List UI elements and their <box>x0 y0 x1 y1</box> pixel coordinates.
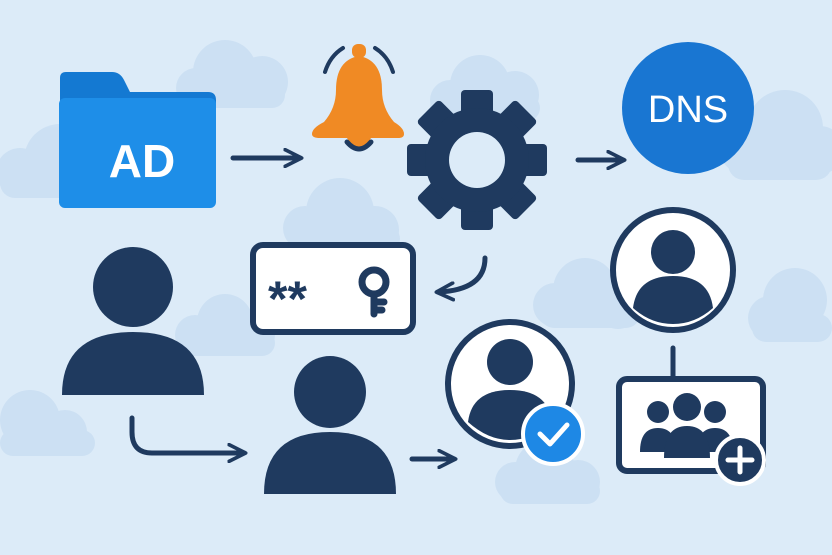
password-key-icon: ** <box>250 242 416 335</box>
bell-icon <box>312 44 404 152</box>
verified-user-icon <box>445 319 585 466</box>
password-mask: ** <box>268 271 307 327</box>
cloud-shape <box>283 178 400 254</box>
group-add-icon <box>616 376 766 486</box>
ad-folder-icon: AD <box>59 72 216 208</box>
ad-folder-label: AD <box>109 135 175 187</box>
arrow-user-to-user <box>129 415 244 453</box>
dns-badge-label: DNS <box>648 89 728 131</box>
cloud-shape <box>719 90 832 180</box>
arrow-gear-to-password <box>438 255 488 292</box>
user-circle-icon <box>610 207 736 333</box>
cloud-shape <box>175 294 275 356</box>
cloud-shape <box>748 268 832 342</box>
cloud-shape <box>533 258 642 329</box>
dns-badge-icon: DNS <box>622 42 754 174</box>
user-medium-icon <box>264 356 396 494</box>
checkmark-badge-icon <box>521 402 585 466</box>
add-badge-icon <box>714 434 766 486</box>
user-large-icon <box>62 247 204 395</box>
gear-icon <box>407 90 547 230</box>
key-icon <box>358 266 390 318</box>
cloud-shape <box>0 390 95 456</box>
